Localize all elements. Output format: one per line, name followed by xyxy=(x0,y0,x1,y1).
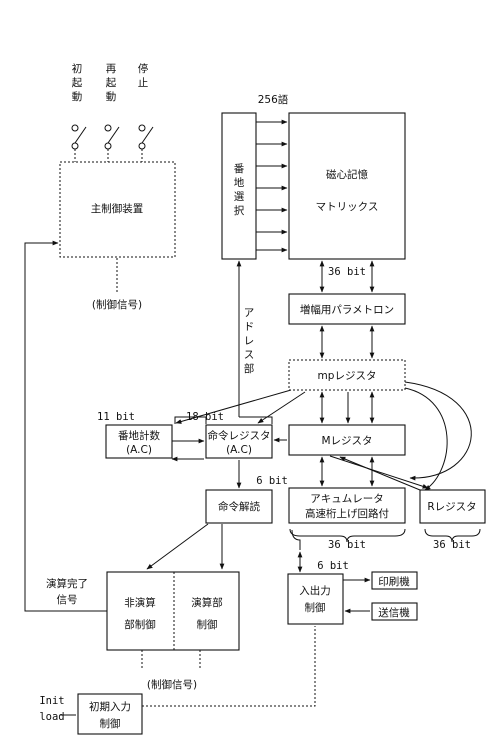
init-load-label: Init xyxy=(39,695,64,707)
svg-text:止: 止 xyxy=(138,77,149,89)
op-complete-feedback-line xyxy=(24,240,107,612)
init-load-sublabel: load xyxy=(39,711,64,723)
mp-to-instr-line xyxy=(257,391,306,424)
printer-label: 印刷機 xyxy=(378,575,410,588)
switch-label-stop: 停 止 xyxy=(138,62,149,89)
decoder-label: 命令解読 xyxy=(218,500,260,513)
r-to-m-line xyxy=(339,456,421,491)
bracket-instr xyxy=(239,416,273,424)
instruction-register-sublabel: (A.C) xyxy=(226,444,252,456)
mp-to-r-register-curve xyxy=(404,387,448,491)
core-memory-box xyxy=(288,112,406,260)
initial-input-label: 初期入力 xyxy=(89,700,131,713)
io-control-sublabel: 制御 xyxy=(305,601,326,614)
switch-label-initial-start: 初 起 動 xyxy=(72,62,83,103)
initial-input-box xyxy=(77,693,143,735)
io-control-label: 入出力 xyxy=(299,584,331,597)
svg-text:起: 起 xyxy=(106,77,117,89)
svg-text:停: 停 xyxy=(138,62,149,75)
op-control-label: 演算部 xyxy=(191,596,223,609)
accumulator-box xyxy=(288,487,406,524)
operation-control-box xyxy=(106,571,240,651)
svg-text:択: 択 xyxy=(234,204,245,217)
main-control-label: 主制御装置 xyxy=(91,202,144,215)
op-complete-label: 演算完了 xyxy=(46,577,88,590)
svg-text:部: 部 xyxy=(244,362,255,375)
m-to-r-line xyxy=(329,455,429,489)
control-signal-bottom-label: (制御信号) xyxy=(147,678,197,691)
svg-text:ス: ス xyxy=(244,349,255,361)
initial-input-sublabel: 制御 xyxy=(100,717,121,730)
memory-size-label: 256語 xyxy=(258,93,289,106)
svg-text:再: 再 xyxy=(106,63,117,75)
op-complete-sublabel: 信号 xyxy=(57,594,78,606)
address-select-label: 番 地 選 択 xyxy=(234,163,245,217)
mp-register-box xyxy=(288,359,406,391)
printer-box xyxy=(371,571,418,590)
bits-11-label: 11 bit xyxy=(97,411,135,423)
r-register-label: Rレジスタ xyxy=(427,501,476,513)
bits-36-memory-label: 36 bit xyxy=(328,266,366,278)
switch-initial-start-icon[interactable] xyxy=(71,124,87,162)
svg-text:番: 番 xyxy=(234,163,245,175)
main-control-box xyxy=(59,161,176,258)
r-register-brace xyxy=(424,528,481,543)
address-to-memory-arrows xyxy=(256,119,288,253)
svg-text:動: 動 xyxy=(106,90,117,103)
bits-36-r-label: 36 bit xyxy=(433,539,471,551)
address-counter-label: 番地計数 xyxy=(118,429,160,442)
io-brace xyxy=(291,529,301,550)
switch-stop-icon[interactable] xyxy=(138,124,154,162)
core-memory-label: 磁心記憶 xyxy=(326,168,368,181)
non-op-control-sublabel: 部制御 xyxy=(124,618,156,631)
switch-restart-icon[interactable] xyxy=(104,124,120,162)
r-register-box xyxy=(419,489,486,524)
address-counter-box xyxy=(105,424,173,459)
svg-text:動: 動 xyxy=(72,90,83,103)
non-op-control-label: 非演算 xyxy=(124,596,156,609)
svg-text:ア: ア xyxy=(244,307,255,319)
instruction-register-box xyxy=(205,424,273,459)
svg-text:レ: レ xyxy=(244,335,255,347)
bits-36-acc-label: 36 bit xyxy=(328,539,366,551)
accumulator-label: アキュムレータ xyxy=(310,493,384,505)
m-register-label: Mレジスタ xyxy=(321,435,372,447)
io-control-box xyxy=(287,573,344,625)
decoder-box xyxy=(205,489,273,524)
address-select-box xyxy=(221,112,257,260)
svg-text:地: 地 xyxy=(234,176,245,189)
mp-to-counter-line xyxy=(175,389,292,424)
accumulator-brace xyxy=(289,528,406,543)
svg-text:初: 初 xyxy=(72,62,83,75)
op-control-sublabel: 制御 xyxy=(197,618,218,631)
accumulator-sublabel: 高速桁上げ回路付 xyxy=(305,507,389,520)
parametron-box xyxy=(288,293,406,325)
address-part-label: ア ド レ ス 部 xyxy=(244,307,255,375)
m-register-box xyxy=(288,424,406,456)
bracket-18bit xyxy=(174,416,207,424)
bits-6-instr-label: 6 bit xyxy=(256,475,288,487)
initial-input-to-io-line xyxy=(142,626,316,707)
address-counter-sublabel: (A.C) xyxy=(126,444,152,456)
core-memory-label-2: マトリックス xyxy=(316,201,379,213)
svg-text:選: 選 xyxy=(234,190,245,203)
control-signal-top-label: (制御信号) xyxy=(92,298,142,311)
mp-to-accumulator-curve xyxy=(404,381,472,481)
transmitter-label: 送信機 xyxy=(378,606,410,619)
switch-label-restart: 再 起 動 xyxy=(106,63,117,103)
svg-text:ド: ド xyxy=(244,321,255,333)
instruction-register-label: 命令レジスタ xyxy=(208,429,271,442)
decoder-to-nonop-line xyxy=(146,523,209,570)
parametron-label: 増幅用パラメトロン xyxy=(300,303,394,316)
mp-register-label: mpレジスタ xyxy=(318,370,377,382)
transmitter-box xyxy=(371,602,418,621)
bits-6-io-label: 6 bit xyxy=(317,560,349,572)
svg-text:起: 起 xyxy=(72,77,83,89)
